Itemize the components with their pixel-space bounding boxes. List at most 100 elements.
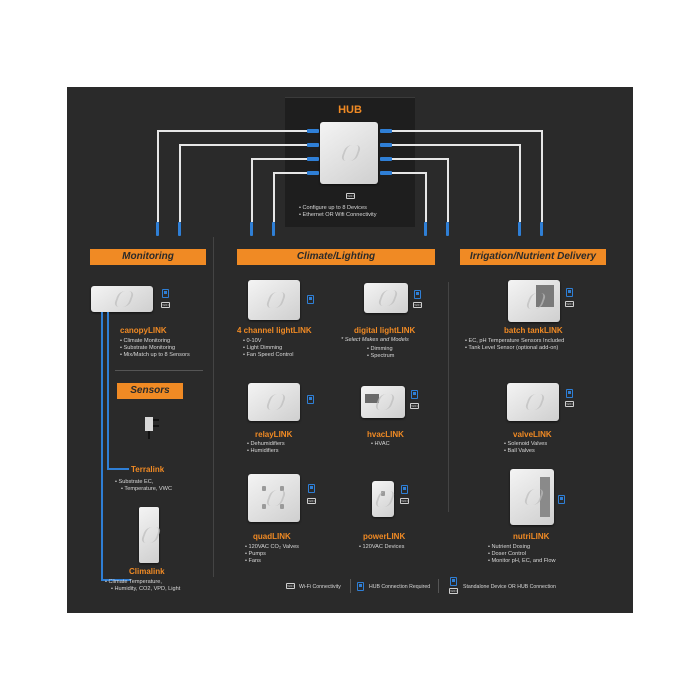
hvaclink-bullets: HVAC [371,441,390,448]
bullet: Substrate Monitoring [120,345,190,352]
bullet: Fan Speed Control [243,352,294,359]
lightlink4-bullets: 0-10V Light Dimming Fan Speed Control [243,338,294,359]
wifi-icon: WIFI [400,498,409,504]
hub-port [380,171,392,175]
batchtank-bullets: EC, pH Temperature Sensors Included Tank… [465,338,564,352]
terralink-probe [139,417,161,439]
quadlink-name: quadLINK [253,532,291,541]
bullet: 120VAC Devices [359,544,405,551]
legend-wifi-label: Wi-Fi Connectivity [299,584,341,590]
lightlink4-name: 4 channel lightLINK [237,326,312,335]
terralink-name: Terralink [131,465,165,474]
wifi-icon: WIFI [307,498,316,504]
bullet: 120VAC CO₂ Valves [245,544,299,551]
relaylink-bullets: Dehumidifiers Humidifiers [247,441,285,455]
hub-port [307,143,319,147]
thermostat-display [365,394,379,403]
digitallight-bullets: Dimming Spectrum [367,346,395,360]
hub-port [307,171,319,175]
cable-line [251,158,253,222]
wifi-icon: WIFI [410,403,419,409]
bullet: EC, pH Temperature Sensors Included [465,338,565,345]
bullet: Light Dimming [243,345,293,352]
hub-port [380,157,392,161]
valvelink-name: valveLINK [513,430,552,439]
cable-line [447,158,449,222]
climalink-name: Climalink [129,567,165,576]
cable-line [251,158,307,160]
relaylink-device [248,383,300,421]
canopylink-bullets: Climate Monitoring Substrate Monitoring … [120,338,190,359]
cable-line [392,158,448,160]
powerlink-device [372,481,394,517]
cable-connector [424,222,427,236]
bullet: Tank Level Sensor (optional add-on) [465,345,564,352]
legend-wifi-icon: WIFI [286,583,295,589]
bullet: Solenoid Valves [504,441,548,448]
bullet: Nutrient Dosing [488,544,556,551]
digitallight-name: digital lightLINK [354,326,416,335]
monitoring-header: Monitoring [90,249,206,265]
cable-line [392,130,542,132]
climate-lighting-header: Climate/Lighting [237,249,435,265]
architecture-panel: HUB WIFI Configure up to 8 Devices Ether… [67,87,633,613]
hub-required-icon [566,389,573,398]
cable-connector [178,222,181,236]
hub-required-icon [414,290,421,299]
cable-line [541,130,543,222]
nutrilink-name: nutriLINK [513,532,550,541]
hub-required-icon [411,390,418,399]
hub-port [380,143,392,147]
sensor-wire [107,468,129,470]
hvaclink-name: hvacLINK [367,430,404,439]
bullet: Spectrum [367,353,395,360]
cable-connector [540,222,543,236]
tank-ports [536,285,554,307]
climalink-bullets: Climate Temperature, Humidity, CO2, VPD,… [105,579,181,593]
lightlink4-device [248,280,300,320]
bullet: Mix/Match up to 8 Sensors [120,352,190,359]
sensor-wire [101,312,103,580]
bullet: Humidifiers [247,448,285,455]
hub-port [307,129,319,133]
column-divider [448,282,449,512]
legend-hub-icon [357,582,364,591]
bullet: HVAC [371,441,390,448]
wifi-icon: WIFI [565,301,574,307]
climalink-device [139,507,159,563]
bullet: Ball Valves [504,448,547,455]
column-divider [213,237,214,577]
hub-device [320,122,378,184]
wifi-icon: WIFI [413,302,422,308]
cable-connector [250,222,253,236]
wifi-icon: WIFI [565,401,574,407]
nutrilink-ports [540,477,550,517]
separator [115,370,203,371]
hub-required-icon [308,484,315,493]
bullet: Climate Temperature, [105,579,180,586]
hub-bullet: Ethernet OR Wifi Connectivity [299,212,377,219]
cable-line [179,144,181,222]
cable-line [157,130,307,132]
hub-bullets: Configure up to 8 Devices Ethernet OR Wi… [299,205,377,219]
digitallight-note: * Select Makes and Models [341,337,409,343]
hub-required-icon [558,495,565,504]
cable-line [273,172,307,174]
hub-bullet: Configure up to 8 Devices [299,205,377,212]
bullet: Dehumidifiers [247,441,285,448]
cable-line [179,144,307,146]
hub-required-icon [566,288,573,297]
valvelink-device [507,383,559,421]
hub-required-icon [307,395,314,404]
powerlink-bullets: 120VAC Devices [359,544,405,551]
bullet: Doser Control [488,551,556,558]
hub-wifi-icon: WIFI [346,193,355,199]
cable-line [273,172,275,222]
quadlink-device [248,474,300,522]
hub-title: HUB [338,104,362,116]
canopylink-name: canopyLINK [120,326,167,335]
hub-required-icon [307,295,314,304]
bullet: Fans [245,558,299,565]
digitallight-device [364,283,408,313]
valvelink-bullets: Solenoid Valves Ball Valves [504,441,548,455]
